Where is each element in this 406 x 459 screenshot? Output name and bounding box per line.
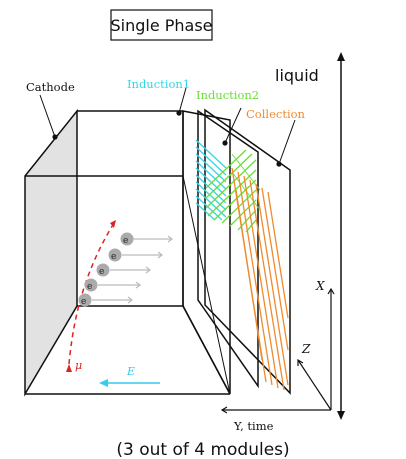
leader-lines bbox=[39, 87, 296, 165]
caption: (3 out of 4 modules) bbox=[116, 440, 289, 459]
induction2-label: Induction2 bbox=[196, 88, 259, 102]
field-label: E bbox=[126, 365, 135, 378]
muon-tail-arrow bbox=[66, 364, 72, 372]
electron-2-label: e bbox=[111, 252, 116, 262]
electron-5 bbox=[78, 293, 92, 307]
title-box bbox=[110, 9, 213, 41]
induction2-wires bbox=[205, 149, 261, 233]
electron-1-label: e bbox=[123, 236, 128, 246]
electron-4 bbox=[84, 278, 98, 292]
induction2-plane bbox=[197, 109, 259, 389]
muon-label: μ bbox=[75, 359, 82, 372]
x-axis-top-arrow bbox=[337, 52, 345, 61]
electrons: e e e e e bbox=[78, 232, 134, 307]
y-axis-label: Y, time bbox=[233, 419, 274, 433]
collection-label: Collection bbox=[246, 107, 306, 121]
electron-2 bbox=[108, 248, 122, 262]
z-axis-label: Z bbox=[301, 342, 311, 356]
collection-wires bbox=[231, 167, 289, 391]
liquid-label: liquid bbox=[275, 66, 319, 85]
electron-3-label: e bbox=[99, 267, 104, 277]
title: Single Phase bbox=[110, 16, 212, 35]
drift-arrows bbox=[92, 235, 173, 304]
coordinate-triad bbox=[220, 287, 335, 414]
electron-5-label: e bbox=[81, 297, 86, 307]
muon-arrowhead bbox=[110, 220, 116, 228]
induction1-label: Induction1 bbox=[127, 77, 190, 91]
induction1-plane bbox=[182, 110, 231, 395]
leader-dots bbox=[52, 110, 282, 167]
induction1-wires bbox=[195, 139, 227, 221]
electron-1 bbox=[120, 232, 134, 246]
electron-4-label: e bbox=[87, 282, 92, 292]
collection-plane bbox=[204, 108, 291, 395]
electron-3 bbox=[96, 263, 110, 277]
field-arrowhead bbox=[99, 379, 108, 387]
x-axis-bottom-arrow bbox=[337, 411, 345, 420]
cathode-face bbox=[24, 108, 78, 397]
cathode-label: Cathode bbox=[26, 80, 75, 94]
x-axis-label: X bbox=[315, 279, 325, 293]
